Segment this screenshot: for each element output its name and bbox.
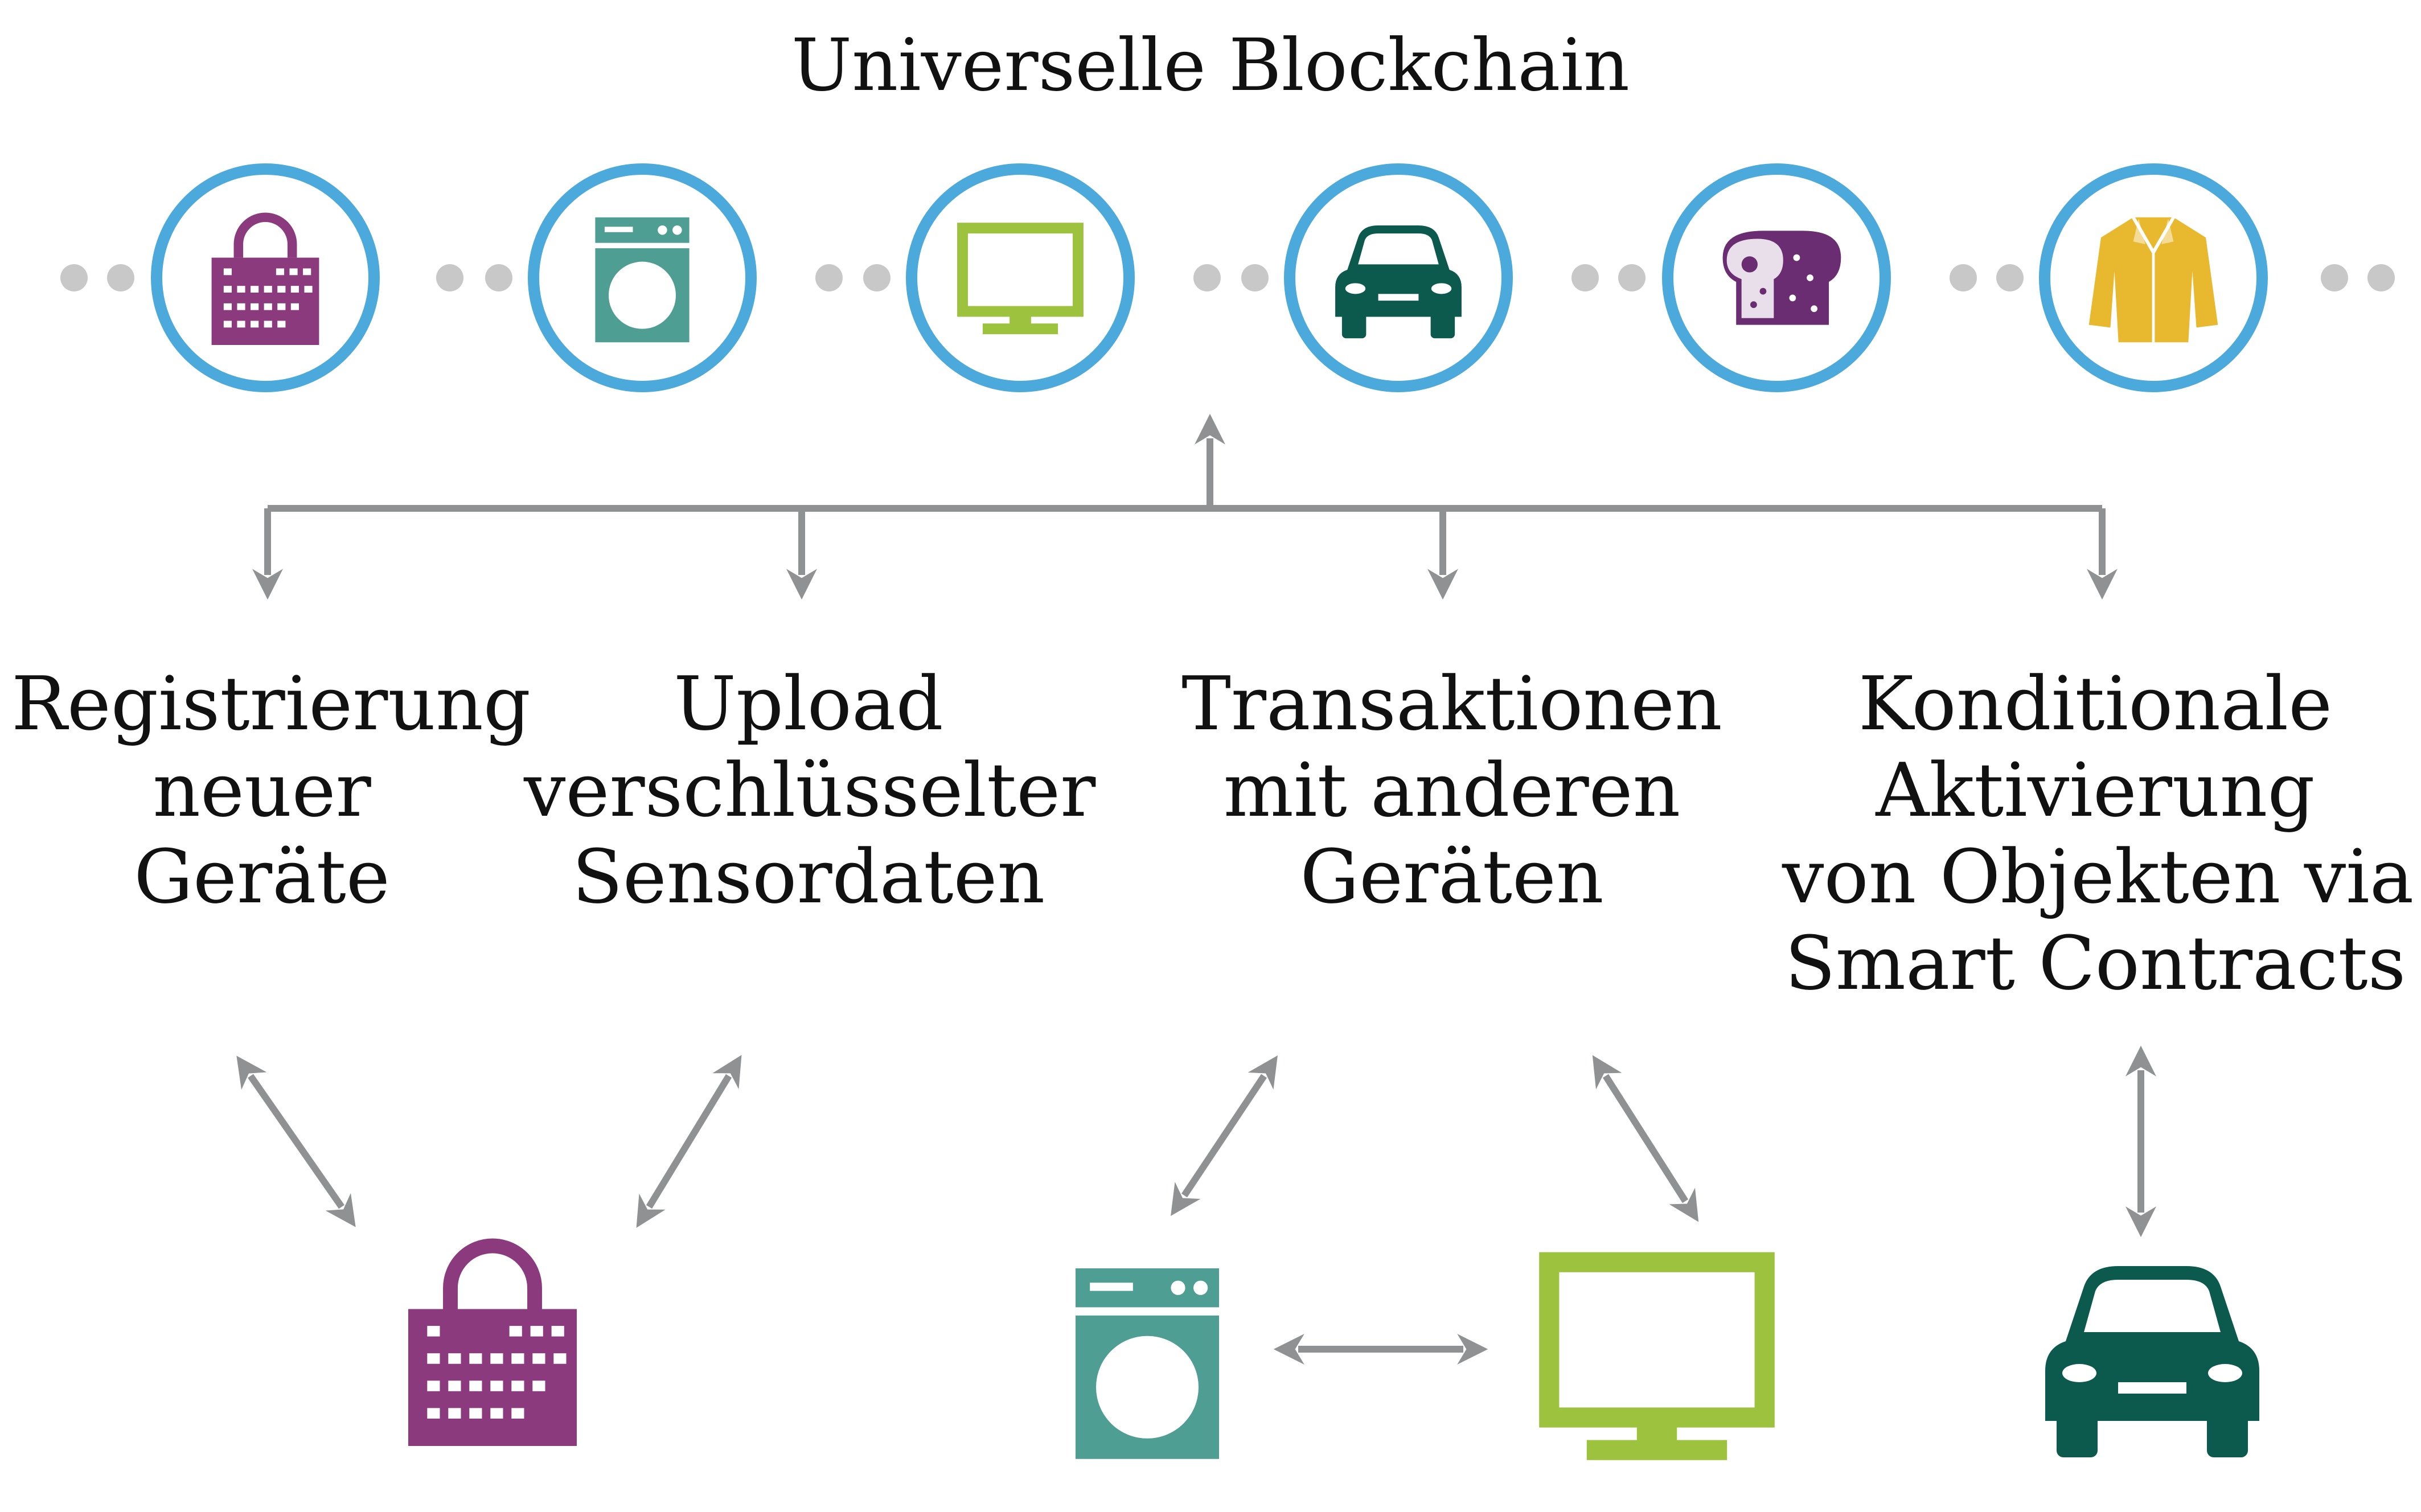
washing-machine-icon [595, 217, 690, 343]
block-node [528, 163, 757, 392]
category-line: Transaktionen [1181, 660, 1722, 747]
chain-link-dot [2321, 264, 2348, 291]
category-line: mit anderen [1223, 747, 1681, 833]
category-line: Geräten [1300, 833, 1604, 920]
bidirectional-arrow [1592, 1055, 1699, 1222]
category-smart-contracts: Konditionale Aktivierung von Objekten vi… [1782, 660, 2414, 1006]
category-line: von Objekten via [1782, 833, 2414, 920]
category-device-transactions: Transaktionen mit anderen Geräten [1173, 660, 1731, 920]
category-line: Smart Contracts [1784, 920, 2406, 1006]
chain-link-dot [1241, 264, 1269, 291]
category-line: Aktivierung [1876, 747, 2315, 833]
block-node [2039, 163, 2268, 392]
blockchain-chain [60, 163, 2395, 392]
category-device-registration: Registrierung neuer Geräte [11, 660, 531, 920]
monitor-icon [1549, 1262, 1765, 1460]
bidirectional-arrow [1171, 1055, 1278, 1216]
chain-link-dot [1950, 264, 1977, 291]
category-line: Registrierung [11, 660, 531, 747]
category-sensor-upload: Upload verschlüsselter Sensordaten [524, 660, 1096, 920]
lock-icon [408, 1246, 577, 1447]
category-line: Sensordaten [572, 833, 1045, 920]
chain-link-dot [1571, 264, 1599, 291]
chain-link-dot [436, 264, 463, 291]
chain-link-dot [1193, 264, 1221, 291]
washing-machine-icon [1076, 1268, 1219, 1459]
bread-icon [1722, 231, 1841, 325]
category-line: Upload [674, 660, 943, 747]
chain-link-dot [107, 264, 134, 291]
diagram-title: Universelle Blockchain [791, 23, 1630, 107]
chain-link-dot [863, 264, 891, 291]
category-line: neuer [153, 747, 371, 833]
chain-link-dot [2367, 264, 2395, 291]
chain-link-dot [485, 264, 512, 291]
chain-link-dot [1996, 264, 2024, 291]
device-network [236, 1045, 2259, 1460]
block-node [1284, 163, 1513, 392]
bidirectional-arrow [636, 1055, 742, 1228]
bidirectional-arrow [236, 1055, 356, 1227]
chain-link-dot [1618, 264, 1646, 291]
chain-link-dot [60, 264, 88, 291]
chain-link-dot [815, 264, 843, 291]
car-icon [2045, 1266, 2259, 1457]
distribution-arrows [252, 413, 2118, 600]
category-line: Konditionale [1858, 660, 2333, 747]
block-node [906, 163, 1135, 392]
coat-icon [2089, 217, 2218, 342]
category-line: verschlüsselter [524, 747, 1096, 833]
block-node [151, 163, 380, 392]
category-line: Geräte [134, 833, 390, 920]
block-node [1662, 163, 1891, 392]
